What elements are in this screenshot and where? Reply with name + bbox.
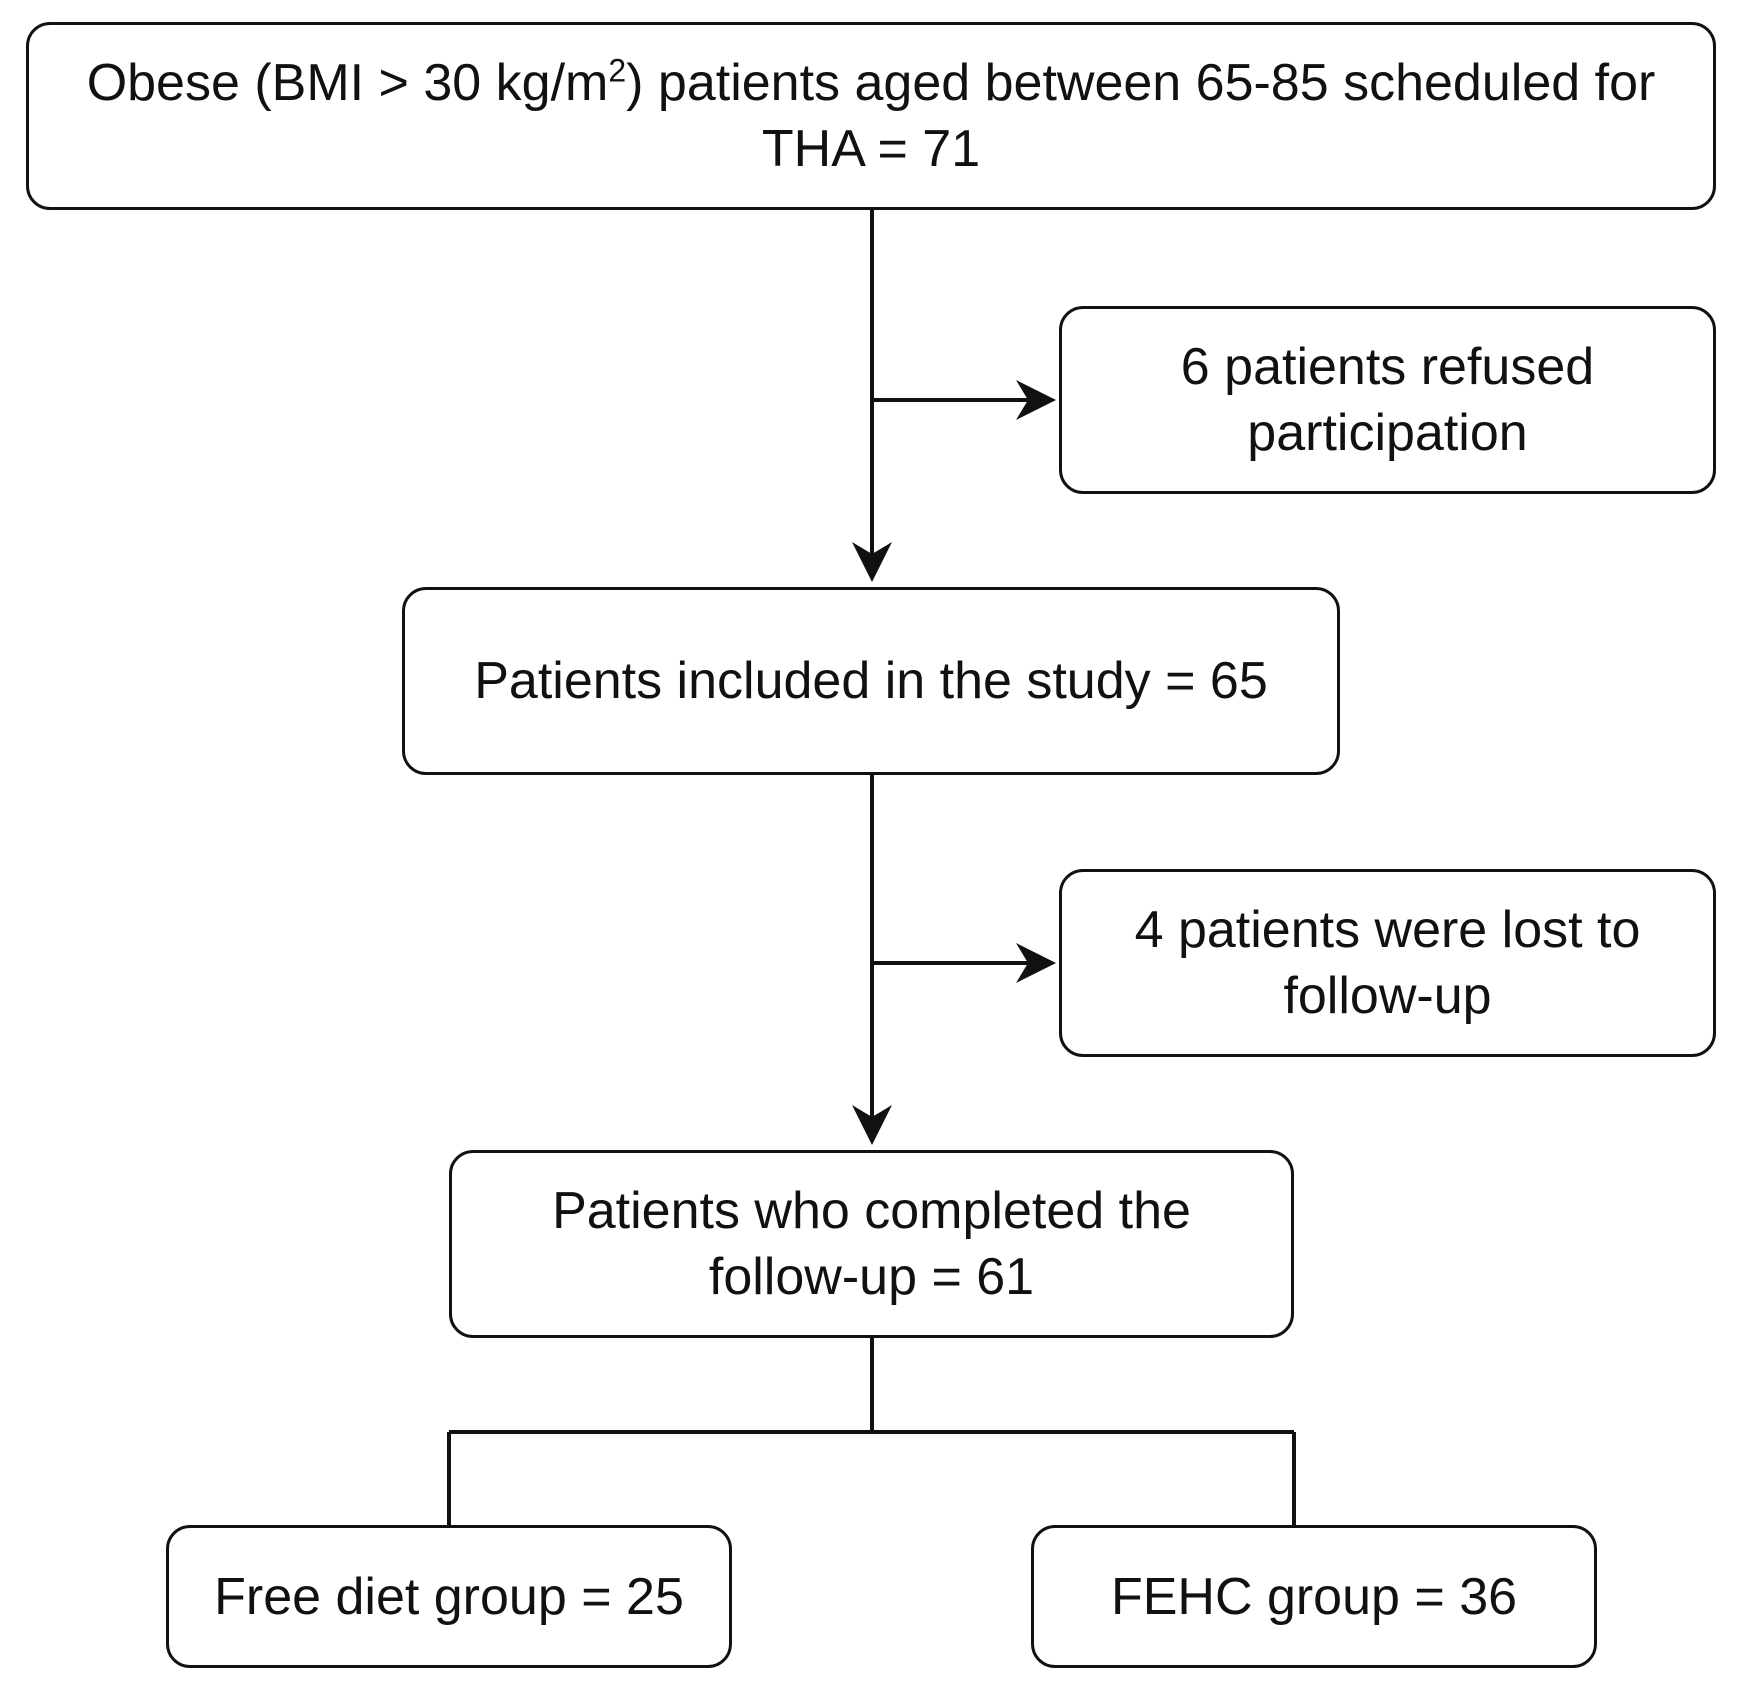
box-included-patients: Patients included in the study = 65	[402, 587, 1340, 775]
completed-follow-up-label: Patients who completed the follow-up = 6…	[552, 1182, 1191, 1306]
included-patients-label: Patients included in the study = 65	[474, 652, 1268, 710]
lost-to-follow-up-label: 4 patients were lost to follow-up	[1134, 901, 1641, 1025]
screened-patients-label: Obese (BMI > 30 kg/m2) patients aged bet…	[86, 52, 1656, 178]
box-screened-patients: Obese (BMI > 30 kg/m2) patients aged bet…	[26, 22, 1716, 210]
box-completed-follow-up: Patients who completed the follow-up = 6…	[449, 1150, 1294, 1338]
box-fehc-group: FEHC group = 36	[1031, 1525, 1597, 1668]
fehc-group-label: FEHC group = 36	[1110, 1567, 1518, 1626]
box-free-diet-group: Free diet group = 25	[166, 1525, 732, 1668]
free-diet-group-label: Free diet group = 25	[214, 1567, 684, 1626]
refused-participation-label: 6 patients refused participation	[1180, 338, 1595, 462]
box-lost-to-follow-up: 4 patients were lost to follow-up	[1059, 869, 1716, 1057]
box-refused-participation: 6 patients refused participation	[1059, 306, 1716, 494]
